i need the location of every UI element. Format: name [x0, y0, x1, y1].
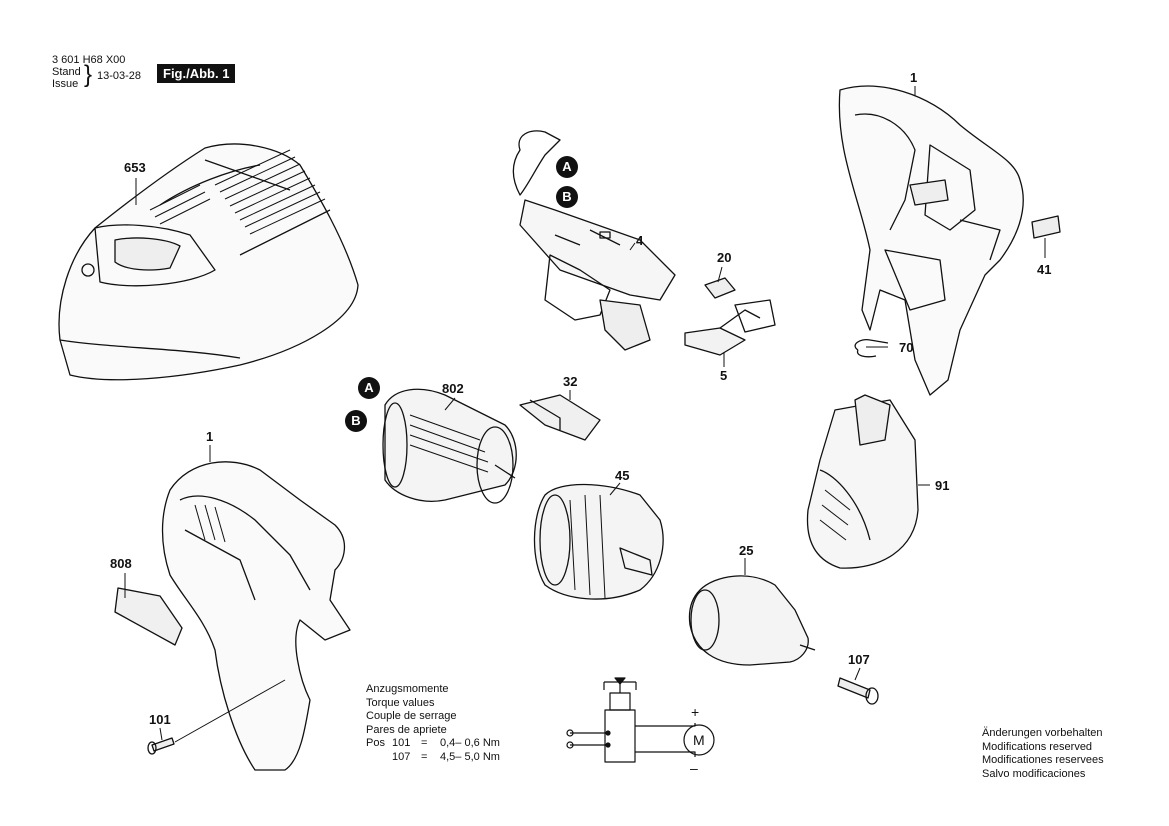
torque-line-en: Torque values — [366, 696, 435, 709]
marker-b-motor: B — [345, 410, 367, 432]
part-number-25: 25 — [739, 543, 754, 558]
torque-value-107: 4,5– 5,0 Nm — [440, 750, 500, 763]
torque-part-101: 101 — [392, 737, 411, 749]
torque-pos-label: Pos — [366, 737, 385, 749]
part-number-802: 802 — [442, 381, 464, 396]
header-brace: } — [84, 61, 93, 88]
part-number-5: 5 — [720, 368, 728, 383]
part-number-70: 70 — [899, 340, 914, 355]
housing-half-top-drawing — [838, 85, 1024, 396]
torque-row-101: Pos 101 = 0,4– 0,6 Nm — [366, 737, 556, 751]
part-number-107: 107 — [848, 652, 870, 667]
selector-button-drawing — [519, 394, 601, 441]
circuit-schematic — [566, 677, 715, 763]
part-number-808: 808 — [110, 556, 132, 571]
plate-drawing — [1031, 215, 1061, 239]
stand-label: Stand — [52, 66, 81, 78]
part-number-32: 32 — [563, 374, 578, 389]
schematic-plus: + — [691, 704, 700, 720]
slider-drawing — [684, 299, 776, 356]
torque-row-107: 107 = 4,5– 5,0 Nm — [366, 751, 556, 765]
issue-label: Issue — [52, 78, 79, 90]
screw-101-drawing — [147, 737, 175, 755]
footer-notes: Änderungen vorbehalten Modifications res… — [982, 727, 1104, 781]
schematic-motor-label: M — [693, 732, 705, 748]
part-number-1-mid: 1 — [206, 429, 214, 444]
part-number-101: 101 — [149, 712, 171, 727]
motor-drawing — [382, 388, 517, 504]
torque-notes: Anzugsmomente Torque values Couple de se… — [366, 683, 556, 764]
clip-drawing — [704, 277, 736, 299]
header-date: 13-03-28 — [97, 70, 142, 82]
part-number-4: 4 — [636, 233, 644, 248]
torque-line-de: Anzugsmomente — [366, 683, 449, 695]
doc-number: 3 601 H68 X00 — [52, 54, 126, 66]
footer-line-en: Modifications reserved — [982, 740, 1093, 753]
torque-part-107: 107 — [392, 750, 411, 763]
figure-label: Fig./Abb. 1 — [157, 64, 236, 83]
torque-eq-101: = — [421, 737, 428, 749]
charger-drawing — [58, 143, 359, 381]
torque-value-101: 0,4– 0,6 Nm — [440, 737, 500, 749]
housing-half-bottom-drawing — [161, 461, 351, 771]
footer-line-es: Salvo modificaciones — [982, 767, 1086, 780]
torque-line-fr: Couple de serrage — [366, 710, 457, 722]
part-number-653: 653 — [124, 160, 146, 175]
marker-a-motor: A — [358, 377, 380, 399]
spring-clip-drawing — [854, 339, 889, 358]
marker-a-switch: A — [556, 156, 578, 178]
torque-line-es: Pares de apriete — [366, 723, 447, 736]
schematic-minus: – — [690, 760, 698, 776]
part-number-91: 91 — [935, 478, 950, 493]
switch-drawing — [512, 130, 676, 351]
marker-b-switch: B — [556, 186, 578, 208]
part-number-41: 41 — [1037, 262, 1052, 277]
battery-drawing — [806, 394, 919, 569]
screw-107-drawing — [837, 677, 879, 705]
part-number-45: 45 — [615, 468, 630, 483]
label-drawing — [114, 587, 183, 646]
gearbox-drawing — [533, 483, 664, 600]
chuck-drawing — [688, 575, 816, 666]
part-number-20: 20 — [717, 250, 732, 265]
footer-line-de: Änderungen vorbehalten — [982, 727, 1103, 739]
part-number-1-top: 1 — [910, 70, 918, 85]
footer-line-fr: Modificationes reservees — [982, 754, 1104, 766]
torque-eq-107: = — [421, 750, 428, 763]
